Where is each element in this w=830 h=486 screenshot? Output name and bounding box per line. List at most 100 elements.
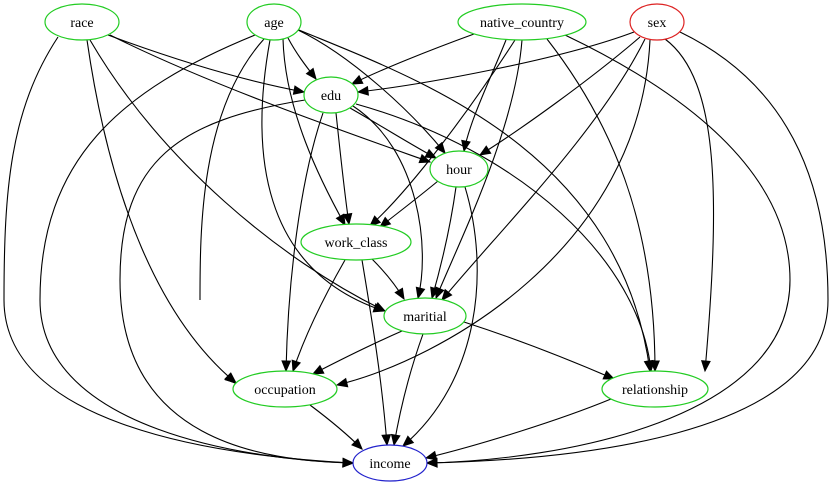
node-work-class: work_class [300, 223, 412, 261]
node-label: hour [446, 163, 472, 178]
node-label: relationship [622, 383, 688, 398]
arrowhead-edu-to-work_class [342, 212, 353, 226]
nodes-layer: race age native_country sex edu hour work_clas… [44, 3, 709, 482]
edge-age-to-hour [297, 29, 446, 154]
edge-age-to-maritial [261, 39, 385, 312]
edge-edu-to-maritial [352, 105, 423, 299]
edge-edu-to-work_class [335, 112, 350, 225]
edge-relationship-to-income [425, 398, 612, 459]
node-hour: hour [429, 150, 489, 188]
node-label: income [369, 457, 410, 472]
node-ellipse [232, 370, 338, 408]
arrowhead-sex-to-maritial [441, 288, 453, 301]
arrowhead-race-to-hour [418, 153, 432, 164]
arrowhead-native_country-to-work_class [369, 215, 382, 227]
edge-sex-to-hour [479, 36, 641, 156]
node-label: sex [648, 16, 667, 31]
node-label: race [70, 16, 93, 31]
edge-race-to-occupation [86, 39, 237, 384]
edge-native_country-to-relationship [546, 38, 656, 372]
edge-age-to-occupation [199, 38, 265, 301]
arrowhead-race-to-edu [292, 85, 306, 95]
node-ellipse [303, 76, 359, 114]
edge-native_country-to-income [426, 34, 791, 464]
arrowhead-maritial-to-income [390, 433, 401, 447]
edge-age-to-relationship [298, 29, 651, 372]
edge-hour-to-income [402, 186, 478, 447]
arrowhead-edu-to-hour [424, 148, 438, 159]
node-race: race [44, 3, 120, 41]
edge-sex-to-maritial [441, 38, 646, 301]
edge-race-to-maritial [89, 39, 386, 312]
arrowhead-hour-to-income [402, 435, 415, 447]
arrowhead-maritial-to-relationship [602, 370, 616, 380]
arrowhead-sex-to-hour [478, 145, 492, 156]
arrowhead-hour-to-maritial [430, 286, 440, 300]
arrowhead-relationship-to-income [424, 450, 438, 461]
edge-hour-to-work_class [379, 180, 439, 228]
arrowhead-sex-to-occupation [335, 377, 349, 388]
arrowhead-occupation-to-income [351, 438, 363, 450]
arrowhead-hour-to-work_class [378, 216, 392, 228]
node-label: age [264, 16, 283, 31]
arrowhead-edu-to-relationship [645, 360, 655, 373]
arrowhead-age-to-edu [305, 67, 317, 81]
edge-maritial-to-relationship [463, 321, 615, 380]
arrowhead-native_country-to-edu [350, 74, 364, 85]
node-ellipse [246, 3, 302, 41]
edge-sex-to-relationship [664, 38, 715, 372]
arrowhead-sex-to-income [425, 457, 438, 468]
node-ellipse [383, 297, 467, 335]
arrowhead-sex-to-edu [356, 85, 369, 96]
node-maritial: maritial [383, 297, 467, 335]
edge-edu-to-occupation [285, 112, 324, 372]
arrowhead-maritial-to-occupation [311, 364, 325, 375]
node-ellipse [629, 3, 685, 41]
node-ellipse [601, 370, 709, 408]
node-ellipse [44, 3, 120, 41]
edge-native_country-to-edu [351, 33, 475, 85]
arrowhead-work_class-to-income [381, 434, 392, 447]
arrowhead-edu-to-income [342, 457, 355, 468]
node-ellipse [457, 3, 587, 41]
node-label: native_country [480, 16, 564, 31]
edges-layer [3, 29, 829, 468]
edge-hour-to-maritial [431, 186, 457, 299]
node-age: age [246, 3, 302, 41]
arrowhead-work_class-to-maritial [394, 287, 405, 301]
edge-native_country-to-hour [463, 39, 507, 152]
arrowhead-sex-to-relationship [700, 360, 711, 373]
edge-race-to-edu [107, 34, 305, 93]
node-relationship: relationship [601, 370, 709, 408]
edge-work_class-to-income [361, 259, 388, 446]
node-edu: edu [303, 76, 359, 114]
node-ellipse [300, 223, 412, 261]
arrowhead-age-to-maritial [372, 303, 386, 313]
edge-native_country-to-work_class [369, 39, 516, 227]
edge-native_country-to-maritial [435, 39, 523, 299]
node-native-country: native_country [457, 3, 587, 41]
node-ellipse [352, 444, 428, 482]
node-sex: sex [629, 3, 685, 41]
arrowhead-age-to-work_class [335, 213, 346, 227]
arrowhead-edu-to-maritial [415, 286, 426, 300]
edge-edu-to-relationship [355, 103, 652, 372]
node-label: maritial [403, 310, 447, 325]
edge-race-to-income [3, 36, 354, 464]
edge-age-to-work_class [282, 38, 346, 226]
node-label: edu [321, 89, 341, 104]
node-label: work_class [325, 236, 388, 251]
edge-edu-to-income [119, 99, 354, 464]
edge-age-to-income [39, 34, 354, 464]
edge-sex-to-income [426, 31, 829, 464]
arrowhead-age-to-occupation [223, 372, 236, 384]
node-label: occupation [254, 383, 315, 398]
node-ellipse [429, 150, 489, 188]
node-income: income [352, 444, 428, 482]
edge-race-to-hour [109, 34, 431, 163]
edge-work_class-to-occupation [292, 259, 346, 372]
arrowhead-work_class-to-occupation [291, 359, 302, 373]
edge-sex-to-occupation [336, 39, 651, 386]
arrowhead-age-to-hour [434, 141, 446, 155]
